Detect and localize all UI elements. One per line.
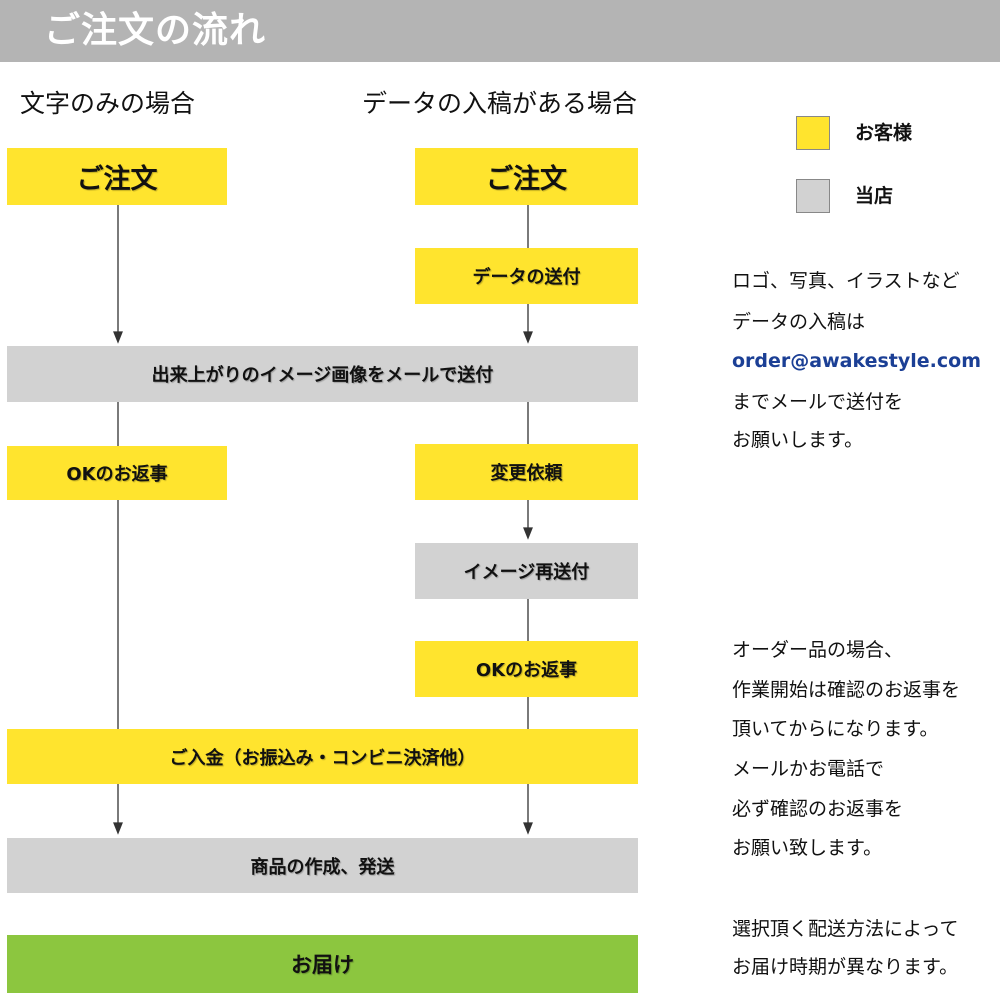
right-column-title: データの入稿がある場合 — [362, 89, 638, 118]
box-ok-reply-left: OKのお返事 — [7, 446, 227, 500]
legend-label-shop: 当店 — [855, 185, 894, 207]
box-payment: ご入金（お振込み・コンビニ決済他） — [7, 729, 638, 784]
note-shipping-line1: 選択頂く配送方法によって — [732, 918, 959, 940]
box-image-mail: 出来上がりのイメージ画像をメールで送付 — [7, 346, 638, 402]
box-order-left: ご注文 — [7, 148, 227, 205]
arrowhead-right-data-to-image — [523, 331, 533, 344]
note-data-line5: お願いします。 — [732, 429, 864, 451]
legend-swatch-customer — [796, 116, 830, 150]
left-column-title: 文字のみの場合 — [20, 89, 196, 118]
note-data-line2: データの入稿は — [732, 311, 866, 333]
box-delivery: お届け — [7, 935, 638, 993]
box-image-resend: イメージ再送付 — [415, 543, 638, 599]
box-ok-reply-right: OKのお返事 — [415, 641, 638, 697]
page-title: ご注文の流れ — [44, 10, 267, 51]
arrowhead-right-payment-to-production — [523, 822, 533, 835]
box-change-request: 変更依頼 — [415, 444, 638, 500]
box-production: 商品の作成、発送 — [7, 838, 638, 893]
note-shipping-line2: お届け時期が異なります。 — [732, 956, 959, 978]
header-bar: ご注文の流れ — [0, 0, 1000, 62]
box-data-send: データの送付 — [415, 248, 638, 304]
note-custom-line5: 必ず確認のお返事を — [732, 798, 904, 820]
arrowhead-left-payment-to-production — [113, 822, 123, 835]
legend-label-customer: お客様 — [855, 122, 913, 144]
note-custom-line2: 作業開始は確認のお返事を — [732, 679, 961, 701]
legend-swatch-shop — [796, 179, 830, 213]
arrowhead-left-order-to-image — [113, 331, 123, 344]
note-custom-line1: オーダー品の場合、 — [732, 639, 904, 661]
note-custom-line4: メールかお電話で — [732, 758, 885, 780]
note-custom-line3: 頂いてからになります。 — [732, 718, 939, 740]
box-order-right: ご注文 — [415, 148, 638, 205]
note-custom-line6: お願い致します。 — [732, 837, 883, 859]
note-data-line1: ロゴ、写真、イラストなど — [732, 270, 960, 292]
note-data-line4: までメールで送付を — [732, 391, 904, 413]
arrowhead-right-change-to-resend — [523, 527, 533, 540]
contact-email-link[interactable]: order@awakestyle.com — [732, 350, 981, 372]
